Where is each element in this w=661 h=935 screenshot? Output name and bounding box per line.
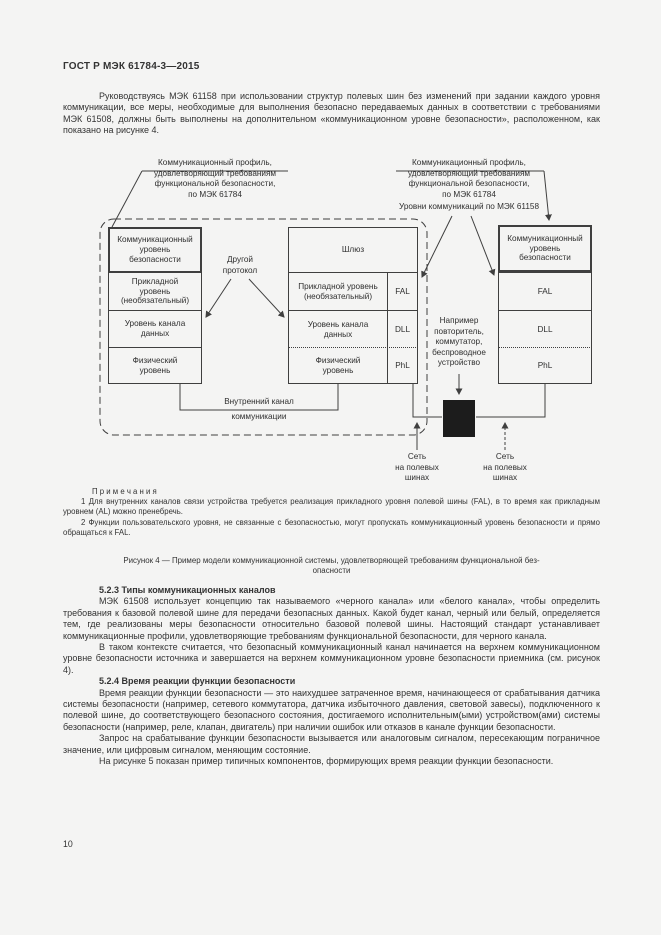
notes-title: П р и м е ч а н и я [92, 487, 157, 496]
bus-connector-right [476, 384, 546, 418]
iec61158-levels-label: Уровни коммуникаций по МЭК 61158 [398, 202, 540, 211]
right-stack-safety-layer-box: Коммуникационный уровень безопасности [498, 225, 592, 272]
left-stack-physical-layer-box: Физический уровень [108, 347, 202, 384]
middle-datalink-layer-box: Уровень канала данных [288, 310, 388, 348]
page-header: ГОСТ Р МЭК 61784-3—2015 [63, 61, 200, 72]
section-5-2-4-heading: 5.2.4 Время реакции функции безопасности [99, 676, 296, 687]
bus-connector-left [412, 384, 442, 418]
network-device-black-box [443, 400, 475, 437]
section-5-2-3-paragraph-1: МЭК 61508 использует концепцию так назыв… [63, 596, 600, 641]
callout-left-leader [111, 170, 143, 228]
other-protocol-arrow-right [248, 278, 285, 318]
middle-phl-box: PhL [387, 347, 418, 384]
middle-physical-layer-box: Физический уровень [288, 347, 388, 384]
note-1: 1 Для внутренних каналов связи устройств… [63, 497, 600, 517]
sections-block: 5.2.3 Типы коммуникационных каналов МЭК … [63, 585, 600, 768]
other-protocol-arrow-left [205, 278, 232, 318]
left-stack-application-layer-box: Прикладной уровень (необязательный) [108, 272, 202, 311]
note-2: 2 Функции пользовательского уровня, не с… [63, 517, 600, 537]
right-stack-phl-box: PhL [498, 347, 592, 384]
section-5-2-3-paragraph-2: В таком контексте считается, что безопас… [63, 642, 600, 675]
internal-channel-label-line2: коммуникации [231, 412, 287, 421]
intro-paragraph: Руководствуясь МЭК 61158 при использован… [63, 91, 600, 136]
figure-notes: П р и м е ч а н и я 1 Для внутренних кан… [63, 487, 600, 538]
section-5-2-3-heading: 5.2.3 Типы коммуникационных каналов [99, 585, 276, 595]
levels-arrow-middle [421, 215, 453, 278]
other-protocol-label: Другой протокол [222, 255, 258, 275]
section-5-2-4-paragraph-3: На рисунке 5 показан пример типичных ком… [99, 756, 554, 767]
callout-left-label: Коммуникационный профиль, удовлетворяющи… [153, 158, 277, 199]
figure-caption: Рисунок 4 — Пример модели коммуникационн… [123, 556, 540, 576]
middle-dll-box: DLL [387, 310, 418, 348]
gateway-box: Шлюз [288, 227, 418, 273]
levels-arrow-right [470, 215, 496, 276]
callout-right-label: Коммуникационный профиль, удовлетворяющи… [407, 158, 531, 199]
page-number: 10 [63, 839, 73, 849]
middle-application-layer-box: Прикладной уровень (необязательный) [288, 272, 388, 311]
section-5-2-4-paragraph-2: Запрос на срабатывание функции безопасно… [63, 733, 600, 755]
device-note-label: Например повторитель, коммутатор, беспро… [432, 316, 486, 367]
internal-channel-label-line1: Внутренний канал [224, 397, 294, 406]
left-stack-datalink-layer-box: Уровень канала данных [108, 310, 202, 348]
right-stack-dll-box: DLL [498, 310, 592, 348]
section-5-2-4-paragraph-1: Время реакции функции безопасности — это… [63, 687, 600, 732]
middle-fal-box: FAL [387, 272, 418, 311]
right-stack-fal-box: FAL [498, 272, 592, 311]
left-stack-safety-layer-box: Коммуникационный уровень безопасности [108, 227, 202, 273]
fieldbus-net-label-left: Сеть на полевых шинах [395, 452, 439, 482]
fieldbus-net-label-right: Сеть на полевых шинах [483, 452, 527, 482]
